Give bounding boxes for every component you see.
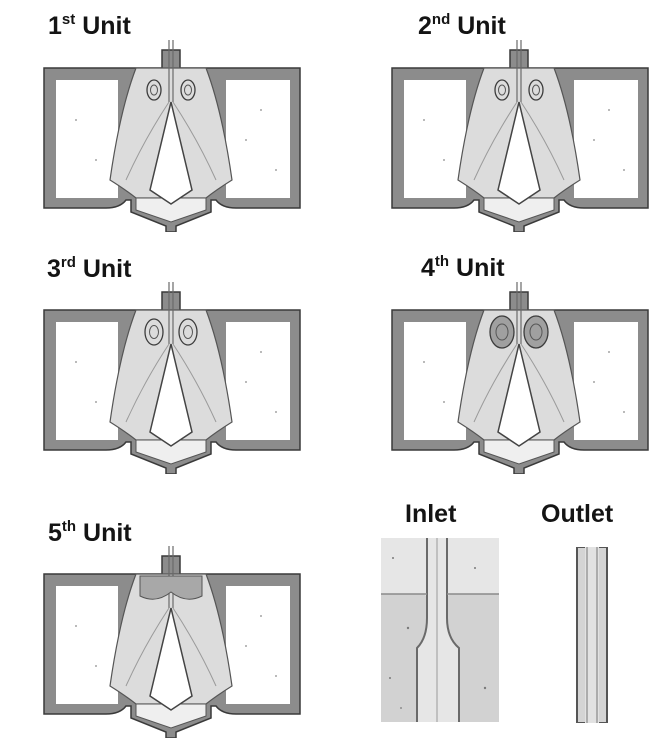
unit-2-image [384, 40, 654, 232]
unit-4-image [384, 282, 654, 474]
inlet-image [381, 538, 499, 722]
unit-3-image [36, 282, 306, 474]
unit-5-label: 5th Unit [48, 518, 132, 547]
outlet-image [574, 547, 610, 723]
unit-4-label: 4th Unit [421, 253, 505, 282]
inlet-label: Inlet [405, 500, 457, 528]
unit-2-label: 2nd Unit [418, 11, 506, 40]
unit-5-image [36, 546, 306, 738]
outlet-label: Outlet [541, 500, 614, 528]
unit-3-label: 3rd Unit [47, 254, 132, 283]
unit-1-label: 1st Unit [48, 11, 131, 40]
unit-1-image [36, 40, 306, 232]
